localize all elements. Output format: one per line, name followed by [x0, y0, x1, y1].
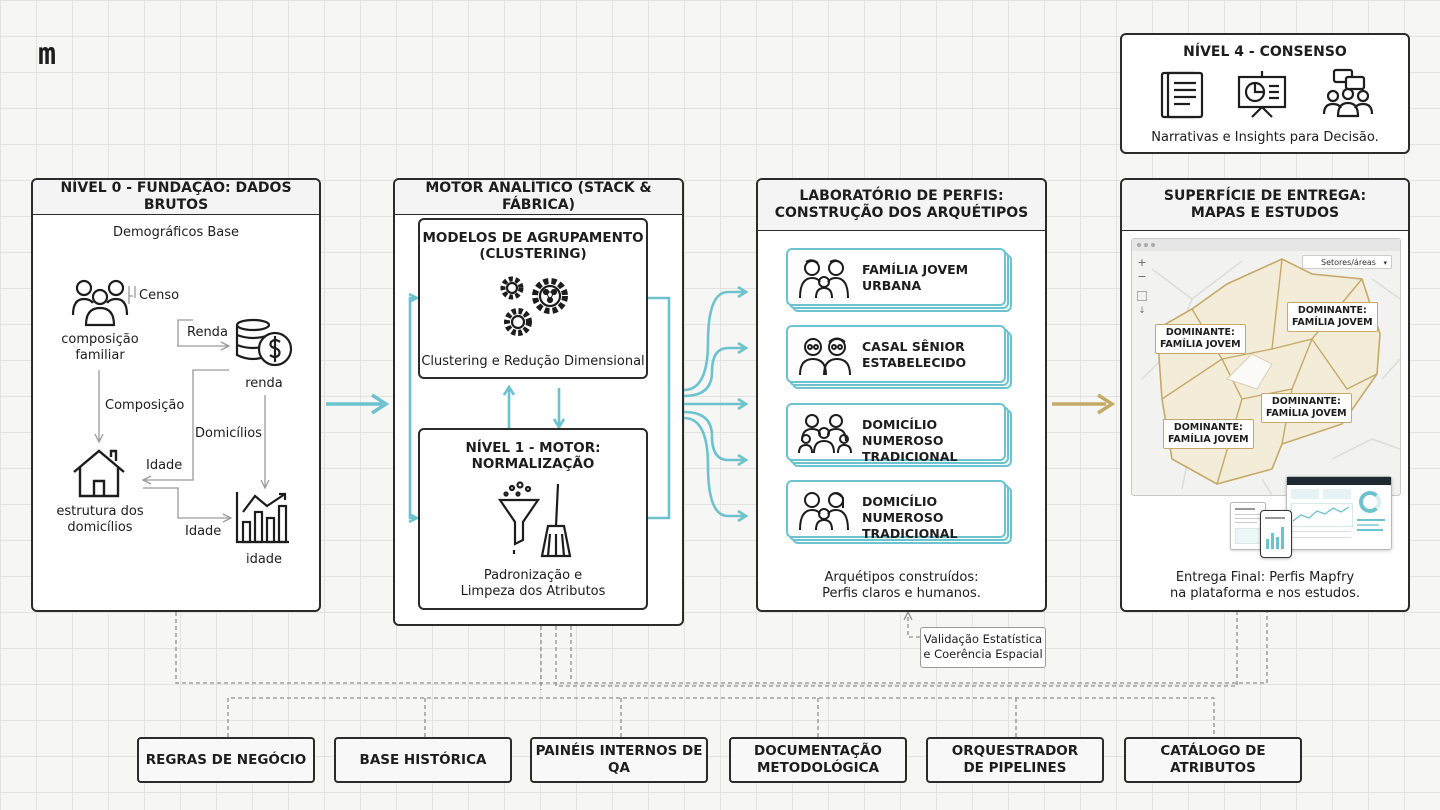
panel-fundacao: NÍVEL 0 - FUNDAÇÃO: DADOS BRUTOS Demográ… — [31, 178, 321, 612]
laptop-dashboard-mockup — [1286, 476, 1392, 550]
funnel-broom-icon — [497, 481, 572, 558]
level4-title: NÍVEL 4 - CONSENSO — [1183, 44, 1347, 60]
validation-note: Validação Estatística e Coerência Espaci… — [920, 627, 1046, 668]
edge-idade-1: Idade — [146, 458, 183, 473]
brand-logo: m — [38, 37, 57, 72]
zoom-out-button[interactable]: − — [1137, 270, 1147, 283]
download-button[interactable]: ↓ — [1138, 306, 1146, 316]
sectors-dropdown[interactable]: Setores/áreas ▾ — [1302, 255, 1392, 269]
family-with-child-icon — [799, 492, 849, 531]
edge-renda: Renda — [187, 325, 228, 340]
profile-card-domicilio-numeroso-2[interactable]: DOMICÍLIO NUMEROSO TRADICIONAL — [786, 480, 1012, 544]
panel-entrega-title: SUPERFÍCIE DE ENTREGA: MAPAS E ESTUDOS — [1122, 180, 1408, 231]
profile-card-familia-jovem[interactable]: FAMÍLIA JOVEM URBANA — [786, 248, 1012, 312]
map-regions — [1141, 258, 1401, 496]
map-label-dominante: DOMINANTE: FAMÍLIA JOVEM — [1155, 324, 1246, 354]
profile-label: CASAL SÊNIOR ESTABELECIDO — [862, 339, 967, 370]
bottom-box-regras-negocio[interactable]: REGRAS DE NEGÓCIO — [137, 737, 315, 783]
normalizacao-box: NÍVEL 1 - MOTOR: NORMALIZAÇÃO Padronizaç… — [418, 428, 648, 610]
phone-chart-mockup — [1260, 510, 1292, 558]
panel0-arrows — [94, 286, 270, 523]
arrow-to-motor — [326, 393, 390, 415]
zoom-in-button[interactable]: + — [1137, 256, 1147, 269]
bottom-box-paineis-qa[interactable]: PAINÉIS INTERNOS DE QA — [530, 737, 708, 783]
level4-consenso-panel: NÍVEL 4 - CONSENSO Narrativas e Insights… — [1120, 33, 1410, 154]
panel-motor-title: MOTOR ANALÍTICO (STACK & FÁBRICA) — [395, 180, 682, 215]
profile-label: DOMICÍLIO NUMEROSO TRADICIONAL — [862, 494, 958, 541]
map-titlebar — [1132, 239, 1400, 251]
large-family-icon — [798, 414, 852, 454]
window-dot — [1151, 243, 1155, 247]
edge-domicilios: Domicílios — [195, 426, 262, 441]
validation-text: Validação Estatística e Coerência Espaci… — [923, 632, 1043, 661]
bottom-box-orquestrador[interactable]: ORQUESTRADOR DE PIPELINES — [926, 737, 1104, 783]
house-icon — [73, 449, 125, 498]
clustering-title: MODELOS DE AGRUPAMENTO (CLUSTERING) — [422, 230, 644, 262]
node-renda: renda — [245, 376, 283, 391]
clustering-caption: Clustering e Redução Dimensional — [421, 354, 645, 369]
window-dot — [1144, 243, 1148, 247]
chevron-down-icon: ▾ — [1383, 259, 1387, 267]
presentation-chart-icon — [1237, 71, 1287, 118]
sectors-dropdown-value: Setores/áreas — [1321, 258, 1376, 267]
gears-network-icon — [500, 276, 568, 336]
profile-card-domicilio-numeroso-1[interactable]: DOMICÍLIO NUMEROSO TRADICIONAL — [786, 403, 1012, 467]
edge-censo: Censo — [139, 288, 180, 303]
map-window[interactable]: + − ↓ Setores/áreas ▾ DOMINANTE: FAMÍLIA … — [1131, 238, 1401, 496]
edge-idade-2: Idade — [185, 524, 222, 539]
arrow-to-delivery — [1052, 393, 1116, 415]
map-label-dominante: DOMINANTE: FAMÍLIA JOVEM — [1163, 419, 1254, 449]
family-icon — [799, 259, 849, 299]
normalizacao-title: NÍVEL 1 - MOTOR: NORMALIZAÇÃO — [465, 440, 601, 472]
layers-button[interactable] — [1137, 291, 1147, 301]
demograficos-subtitle: Demográficos Base — [112, 225, 240, 240]
laboratorio-caption: Arquétipos construídos: Perfis claros e … — [822, 570, 981, 601]
profile-card-casal-senior[interactable]: CASAL SÊNIOR ESTABELECIDO — [786, 325, 1012, 389]
node-estrutura-domicilios: estrutura dos domicílios — [56, 504, 144, 535]
panel-fundacao-title: NÍVEL 0 - FUNDAÇÃO: DADOS BRUTOS — [33, 180, 319, 215]
age-bar-chart-icon — [235, 492, 289, 544]
edge-composicao: Composição — [105, 398, 185, 413]
map-label-dominante: DOMINANTE: FAMÍLIA JOVEM — [1287, 302, 1378, 332]
clustering-box: MODELOS DE AGRUPAMENTO (CLUSTERING) Clus… — [418, 218, 648, 379]
node-composicao-familiar: composição familiar — [61, 332, 139, 363]
income-coins-icon — [235, 318, 293, 367]
family-composition-icon — [71, 279, 129, 327]
panel-laboratorio-perfis: LABORATÓRIO DE PERFIS: CONSTRUÇÃO DOS AR… — [756, 178, 1047, 612]
motor-internal-arrows — [408, 292, 671, 524]
window-dot — [1137, 243, 1141, 247]
node-idade: idade — [245, 552, 283, 567]
normalizacao-caption: Padronização e Limpeza dos Atributos — [460, 568, 606, 599]
entrega-caption: Entrega Final: Perfis Mapfry na platafor… — [1169, 570, 1361, 601]
level4-caption: Narrativas e Insights para Decisão. — [1151, 130, 1379, 145]
bottom-box-documentacao[interactable]: DOCUMENTAÇÃO METODOLÓGICA — [729, 737, 907, 783]
fan-arrows-to-profiles — [683, 285, 749, 523]
senior-couple-icon — [799, 337, 851, 376]
profile-label: FAMÍLIA JOVEM URBANA — [862, 262, 969, 293]
panel-laboratorio-title: LABORATÓRIO DE PERFIS: CONSTRUÇÃO DOS AR… — [758, 180, 1045, 231]
group-discussion-icon — [1322, 68, 1374, 118]
document-icon — [1160, 71, 1204, 119]
bottom-box-catalogo[interactable]: CATÁLOGO DE ATRIBUTOS — [1124, 737, 1302, 783]
map-label-dominante: DOMINANTE: FAMÍLIA JOVEM — [1261, 393, 1352, 423]
bottom-box-base-historica[interactable]: BASE HISTÓRICA — [334, 737, 512, 783]
profile-label: DOMICÍLIO NUMEROSO TRADICIONAL — [862, 417, 958, 464]
